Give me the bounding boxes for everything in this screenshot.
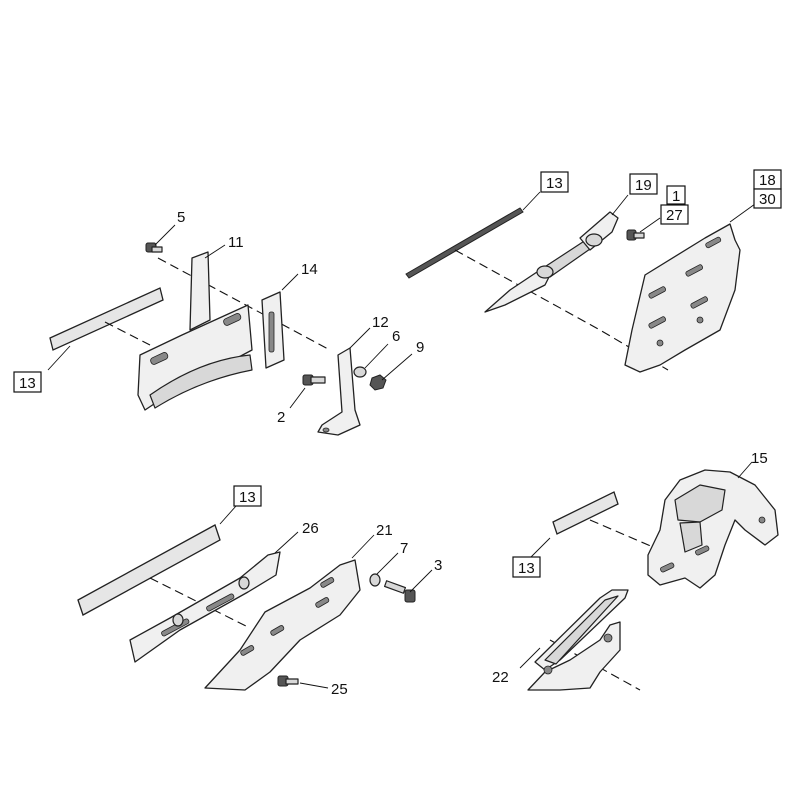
screw-part-27 [626, 229, 645, 241]
boxed-callout-13: 13 [540, 171, 569, 193]
callout-12: 12 [372, 314, 389, 331]
boxed-callout-19: 19 [629, 173, 658, 195]
callout-11: 11 [228, 234, 244, 251]
assembly-axis-line [589, 519, 661, 551]
svg-text:27: 27 [666, 207, 683, 224]
bracket-part-12 [317, 347, 361, 436]
callout-6: 6 [392, 328, 400, 345]
svg-text:13: 13 [19, 375, 36, 392]
svg-text:30: 30 [759, 191, 776, 208]
reflector-strip-part-13 [77, 524, 221, 616]
assembly-bottom-right: 15 13 22 [492, 450, 779, 691]
callout-26: 26 [302, 520, 319, 537]
washer-part-7 [369, 573, 381, 587]
callout-25: 25 [331, 681, 348, 698]
callout-22: 22 [492, 669, 509, 686]
screw-part-25 [277, 675, 299, 687]
assembly-axis-line [104, 321, 151, 346]
boxed-callout-1: 1 [666, 185, 686, 205]
reflector-strip-part-13 [49, 287, 164, 351]
boxed-callout-13: 13 [512, 556, 541, 578]
license-plate-part-21 [204, 559, 361, 691]
screw-part-2 [302, 374, 326, 386]
callout-14: 14 [301, 261, 318, 278]
assembly-top-right: 13 19 1 27 18 30 [405, 169, 782, 373]
svg-text:18: 18 [759, 172, 776, 189]
screw-part-3 [383, 580, 416, 603]
assembly-top-left: 5 11 14 12 6 9 2 13 [13, 209, 424, 436]
callout-15: 15 [751, 450, 768, 467]
svg-text:13: 13 [239, 489, 256, 506]
svg-text:13: 13 [518, 560, 535, 577]
nut-part-9 [369, 374, 387, 391]
callout-7: 7 [400, 540, 408, 557]
washer-part-6 [353, 366, 367, 378]
assembly-axis-line [157, 257, 331, 351]
reflector-strip-part-13 [552, 491, 619, 535]
screw-part-5 [145, 242, 163, 253]
boxed-callout-27: 27 [660, 204, 689, 225]
svg-text:19: 19 [635, 177, 652, 194]
callout-21: 21 [376, 522, 393, 539]
callout-9: 9 [416, 339, 424, 356]
license-plate-bracket-part-18 [624, 223, 741, 373]
bracket-part-11 [189, 251, 211, 331]
svg-text:13: 13 [546, 175, 563, 192]
callout-3: 3 [434, 557, 442, 574]
callout-5: 5 [177, 209, 185, 226]
callout-2: 2 [277, 409, 285, 426]
boxed-callout-30: 30 [753, 188, 782, 209]
reflector-rod-part-13 [405, 207, 524, 279]
assembly-bottom-left: 13 26 21 7 3 25 [77, 485, 442, 698]
svg-text:1: 1 [672, 188, 680, 205]
boxed-callout-18: 18 [753, 169, 782, 190]
boxed-callout-13: 13 [233, 485, 262, 507]
assembly-axis-line [149, 577, 251, 629]
boxed-callout-13: 13 [13, 371, 42, 393]
